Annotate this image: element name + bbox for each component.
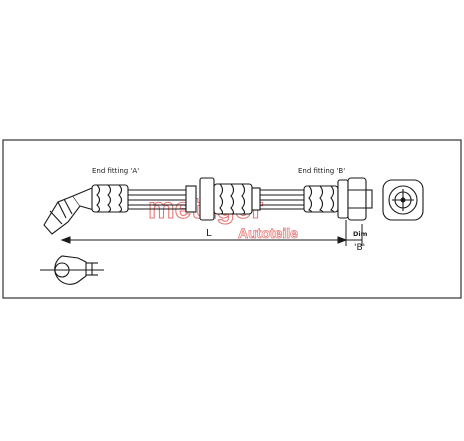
- end-fitting-b-label: End fitting 'B': [298, 167, 345, 175]
- end-fitting-a: [43, 184, 129, 235]
- end-fitting-a-label: End fitting 'A': [92, 167, 139, 175]
- end-fitting-b: [303, 177, 373, 221]
- middle-bracket: [185, 177, 261, 221]
- watermark-sub: Autoteile: [238, 225, 298, 241]
- end-view-b: [382, 179, 424, 221]
- dim-b-label: 'B': [354, 243, 365, 253]
- length-label: L: [206, 228, 212, 239]
- hose-section-2: [260, 189, 304, 210]
- drawing-frame: [2, 139, 462, 299]
- dimension-l: [60, 220, 363, 246]
- end-view-a: [40, 255, 104, 285]
- dim-label: Dim: [353, 230, 368, 238]
- hose-section-1: [128, 189, 186, 210]
